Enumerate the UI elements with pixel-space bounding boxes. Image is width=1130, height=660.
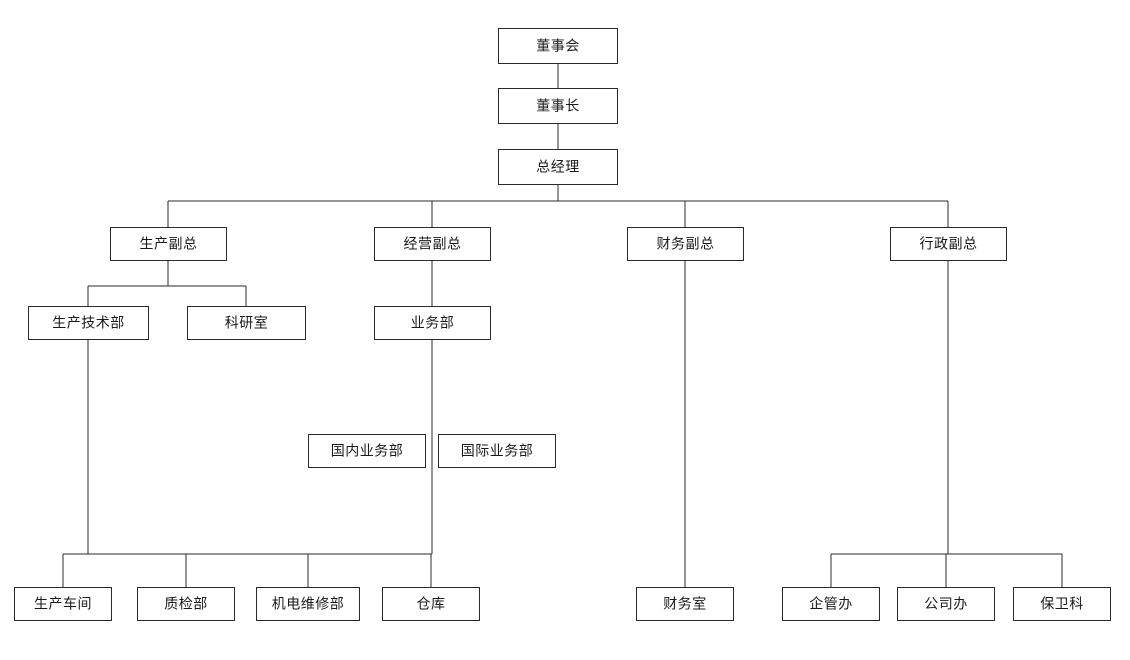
org-node-warehouse[interactable]: 仓库 [382,587,480,621]
org-node-label-production-shop: 生产车间 [34,595,92,612]
org-node-label-research-office: 科研室 [224,314,269,331]
org-node-label-vp-operations: 经营副总 [403,235,462,252]
org-node-production-shop[interactable]: 生产车间 [14,587,112,621]
org-node-enterprise-admin[interactable]: 企管办 [782,587,880,621]
org-node-company-office[interactable]: 公司办 [897,587,995,621]
org-node-intl-business[interactable]: 国际业务部 [438,434,556,468]
org-node-label-vp-administration: 行政副总 [919,235,978,252]
org-node-chairman[interactable]: 董事长 [498,88,618,124]
org-node-board[interactable]: 董事会 [498,28,618,64]
org-node-label-domestic-business: 国内业务部 [330,442,404,459]
org-node-label-board: 董事会 [536,37,580,54]
org-node-label-finance-office: 财务室 [663,595,707,612]
org-node-label-quality-control: 质检部 [164,595,208,612]
org-node-label-company-office: 公司办 [924,595,968,612]
org-node-label-warehouse: 仓库 [416,595,446,612]
org-node-quality-control[interactable]: 质检部 [137,587,235,621]
org-node-label-production-tech: 生产技术部 [52,314,125,331]
org-node-domestic-business[interactable]: 国内业务部 [308,434,426,468]
org-node-general-manager[interactable]: 总经理 [498,149,618,185]
org-node-vp-administration[interactable]: 行政副总 [890,227,1007,261]
org-node-label-general-manager: 总经理 [536,158,580,175]
org-node-label-business-dept: 业务部 [410,314,455,331]
org-node-label-vp-production: 生产副总 [139,235,198,252]
org-node-research-office[interactable]: 科研室 [187,306,306,340]
org-node-label-enterprise-admin: 企管办 [809,595,853,612]
org-node-label-intl-business: 国际业务部 [460,442,534,459]
org-node-vp-operations[interactable]: 经营副总 [374,227,491,261]
org-node-vp-finance[interactable]: 财务副总 [627,227,744,261]
org-node-label-security-section: 保卫科 [1040,595,1084,612]
org-node-vp-production[interactable]: 生产副总 [110,227,227,261]
org-node-label-chairman: 董事长 [536,97,580,114]
org-node-finance-office[interactable]: 财务室 [636,587,734,621]
org-node-security-section[interactable]: 保卫科 [1013,587,1111,621]
org-node-label-vp-finance: 财务副总 [656,235,715,252]
org-node-business-dept[interactable]: 业务部 [374,306,491,340]
org-node-label-maintenance: 机电维修部 [271,595,345,612]
org-node-production-tech[interactable]: 生产技术部 [28,306,149,340]
org-node-maintenance[interactable]: 机电维修部 [256,587,360,621]
